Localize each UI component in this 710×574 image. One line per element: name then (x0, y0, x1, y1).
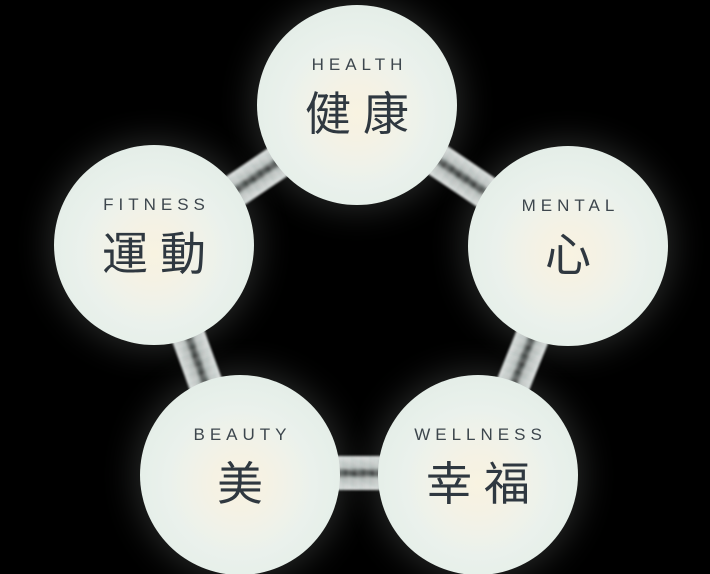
node-mental-kanji: 心 (544, 230, 603, 282)
node-wellness-content: WELLNESS 幸福 (409, 425, 547, 511)
node-wellness-kanji: 幸福 (426, 459, 542, 511)
node-beauty: BEAUTY 美 (140, 375, 340, 574)
node-fitness-label: FITNESS (103, 195, 210, 215)
node-beauty-label: BEAUTY (193, 425, 292, 445)
node-mental: MENTAL 心 (468, 146, 668, 346)
node-health-content: HEALTH 健康 (293, 55, 421, 141)
node-fitness: FITNESS 運動 (54, 145, 254, 345)
node-health: HEALTH 健康 (257, 5, 457, 205)
node-mental-label: MENTAL (521, 196, 620, 216)
node-fitness-content: FITNESS 運動 (90, 195, 218, 281)
node-wellness: WELLNESS 幸福 (378, 375, 578, 574)
node-beauty-content: BEAUTY 美 (188, 425, 291, 511)
node-health-label: HEALTH (311, 55, 408, 75)
node-health-kanji: 健康 (305, 89, 421, 141)
node-mental-content: MENTAL 心 (517, 196, 620, 282)
node-beauty-kanji: 美 (217, 459, 275, 511)
node-wellness-label: WELLNESS (414, 425, 547, 445)
node-fitness-kanji: 運動 (102, 229, 218, 281)
